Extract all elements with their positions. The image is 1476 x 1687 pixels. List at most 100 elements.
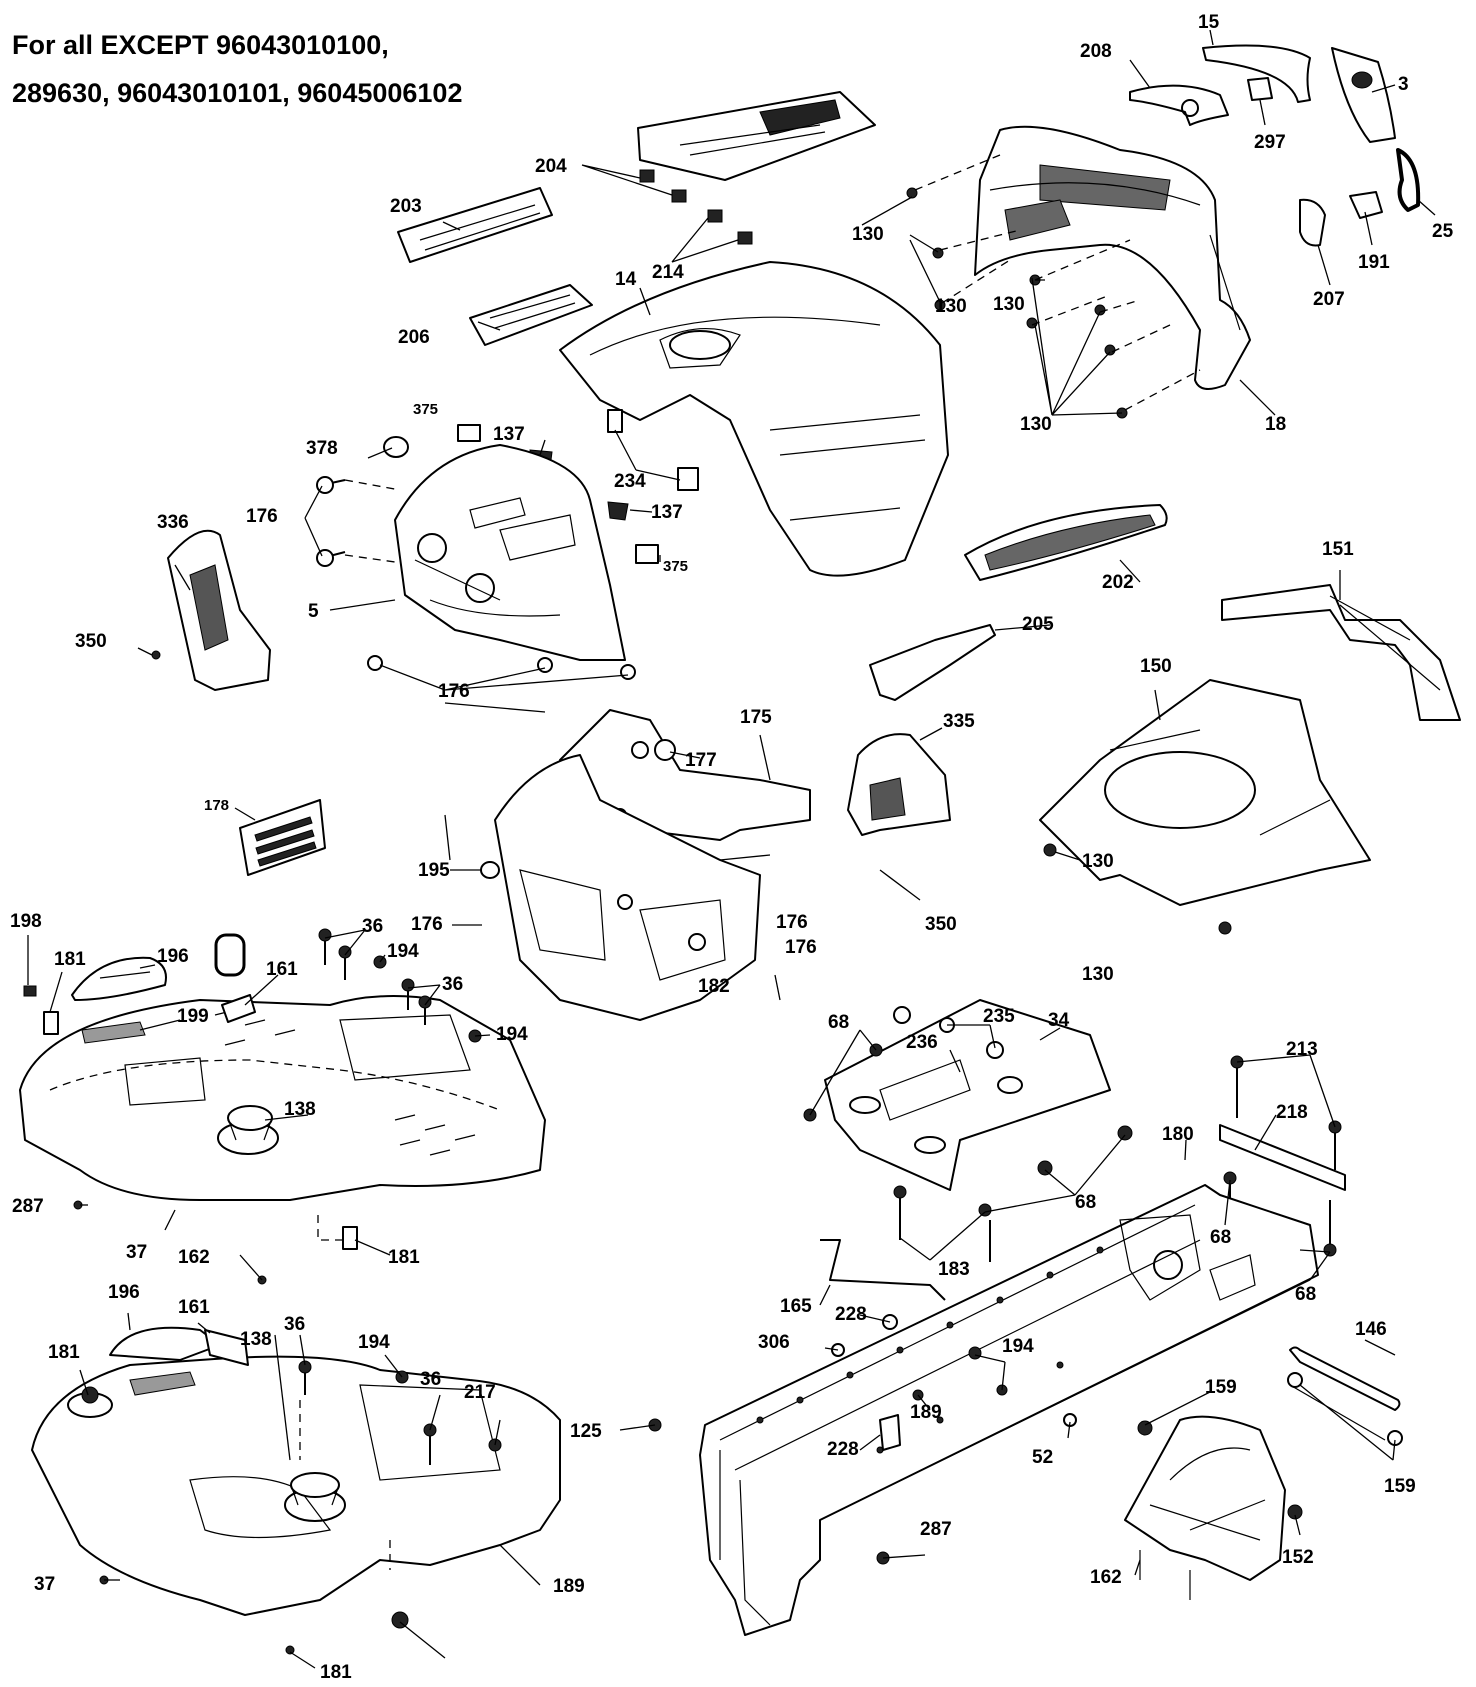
callout: 182 (698, 976, 730, 997)
callout: 151 (1322, 539, 1354, 560)
callout: 159 (1384, 1476, 1416, 1497)
callout: 228 (827, 1439, 859, 1460)
callout: 176 (438, 681, 470, 702)
callout: 52 (1032, 1447, 1053, 1468)
callout: 181 (388, 1247, 420, 1268)
header-line-1: For all EXCEPT 96043010100, (12, 30, 389, 60)
callout: 3 (1398, 74, 1409, 95)
callout: 36 (442, 974, 463, 995)
callout: 336 (157, 512, 189, 533)
part-15-trim (1202, 44, 1311, 103)
callout: 194 (387, 941, 419, 962)
callout: 176 (246, 506, 278, 527)
callout: 350 (925, 914, 957, 935)
callout: 146 (1355, 1319, 1387, 1340)
callout: 287 (920, 1519, 952, 1540)
callout: 152 (1282, 1547, 1314, 1568)
callout: 130 (852, 224, 884, 245)
callout: 234 (614, 471, 646, 492)
part-191 (1349, 191, 1383, 219)
callout: 196 (108, 1282, 140, 1303)
callout: 375 (413, 401, 438, 418)
callout: 208 (1080, 41, 1112, 62)
part-196-cover-lower (109, 1326, 221, 1361)
callout: 194 (496, 1024, 528, 1045)
callout: 375 (663, 558, 688, 575)
part-180-frame (699, 1184, 1319, 1636)
part-208-bracket (1129, 84, 1229, 126)
callout: 191 (1358, 252, 1390, 273)
callout: 130 (993, 294, 1025, 315)
callout: 18 (1265, 414, 1286, 435)
callout: 165 (780, 1296, 812, 1317)
callout: 297 (1254, 132, 1286, 153)
callout: 204 (535, 156, 567, 177)
callout: 183 (938, 1259, 970, 1280)
callout: 218 (1276, 1102, 1308, 1123)
callout: 180 (1162, 1124, 1194, 1145)
part-5-dash (394, 444, 626, 661)
callout: 214 (652, 262, 684, 283)
leader-lines (27, 29, 1436, 1669)
part-196-cover (71, 956, 167, 1001)
callout: 194 (1002, 1336, 1034, 1357)
callout: 25 (1432, 221, 1454, 242)
callout: 68 (828, 1012, 849, 1033)
callout: 195 (418, 860, 450, 881)
callout: 37 (34, 1574, 55, 1595)
callout: 68 (1295, 1284, 1316, 1305)
callout: 68 (1210, 1227, 1231, 1248)
part-297-clip (1247, 77, 1273, 101)
callout: 36 (284, 1314, 305, 1335)
callout: 217 (464, 1382, 496, 1403)
callout: 176 (785, 937, 817, 958)
callout: 189 (553, 1576, 585, 1597)
callout: 177 (685, 750, 717, 771)
callout: 378 (306, 438, 338, 459)
part-206 (469, 284, 593, 346)
callout: 287 (12, 1196, 44, 1217)
callout: 175 (740, 707, 772, 728)
callout: 181 (54, 949, 86, 970)
callout: 196 (157, 946, 189, 967)
part-3-headlight (1331, 47, 1396, 143)
callout: 202 (1102, 572, 1134, 593)
callout: 236 (906, 1032, 938, 1053)
callout: 306 (758, 1332, 790, 1353)
callout: 130 (1082, 851, 1114, 872)
callout: 159 (1205, 1377, 1237, 1398)
callout: 194 (358, 1332, 390, 1353)
callout: 198 (10, 911, 42, 932)
callout: 68 (1075, 1192, 1096, 1213)
header-line-2: 289630, 96043010101, 96045006102 (12, 78, 463, 108)
callout: 207 (1313, 289, 1345, 310)
callout: 205 (1022, 614, 1054, 635)
part-207 (1299, 198, 1326, 247)
callout: 161 (266, 959, 298, 980)
part-150-floor-pan (1039, 679, 1371, 906)
callout: 213 (1286, 1039, 1318, 1060)
callout: 161 (178, 1297, 210, 1318)
callout: 138 (240, 1329, 272, 1350)
callout: 206 (398, 327, 430, 348)
callout: 203 (390, 196, 422, 217)
part-125 (879, 1414, 901, 1451)
callout-labels: 15 208 3 297 25 191 207 204 130 130 130 … (10, 12, 1454, 1683)
callout: 14 (615, 269, 637, 290)
callout: 178 (204, 797, 229, 814)
callout: 199 (177, 1006, 209, 1027)
callout: 37 (126, 1242, 147, 1263)
callout: 350 (75, 631, 107, 652)
part-25-lens (1396, 148, 1421, 212)
callout: 36 (362, 916, 383, 937)
part-14-hood (559, 261, 949, 577)
callout: 176 (411, 914, 443, 935)
part-37-upper-deck (19, 995, 546, 1201)
callout: 137 (651, 502, 683, 523)
part-165-rod (820, 1239, 946, 1301)
callout: 130 (1082, 964, 1114, 985)
callout: 15 (1198, 12, 1220, 33)
callout: 228 (835, 1304, 867, 1325)
callout: 189 (910, 1402, 942, 1423)
part-152-bracket (1124, 1415, 1286, 1581)
